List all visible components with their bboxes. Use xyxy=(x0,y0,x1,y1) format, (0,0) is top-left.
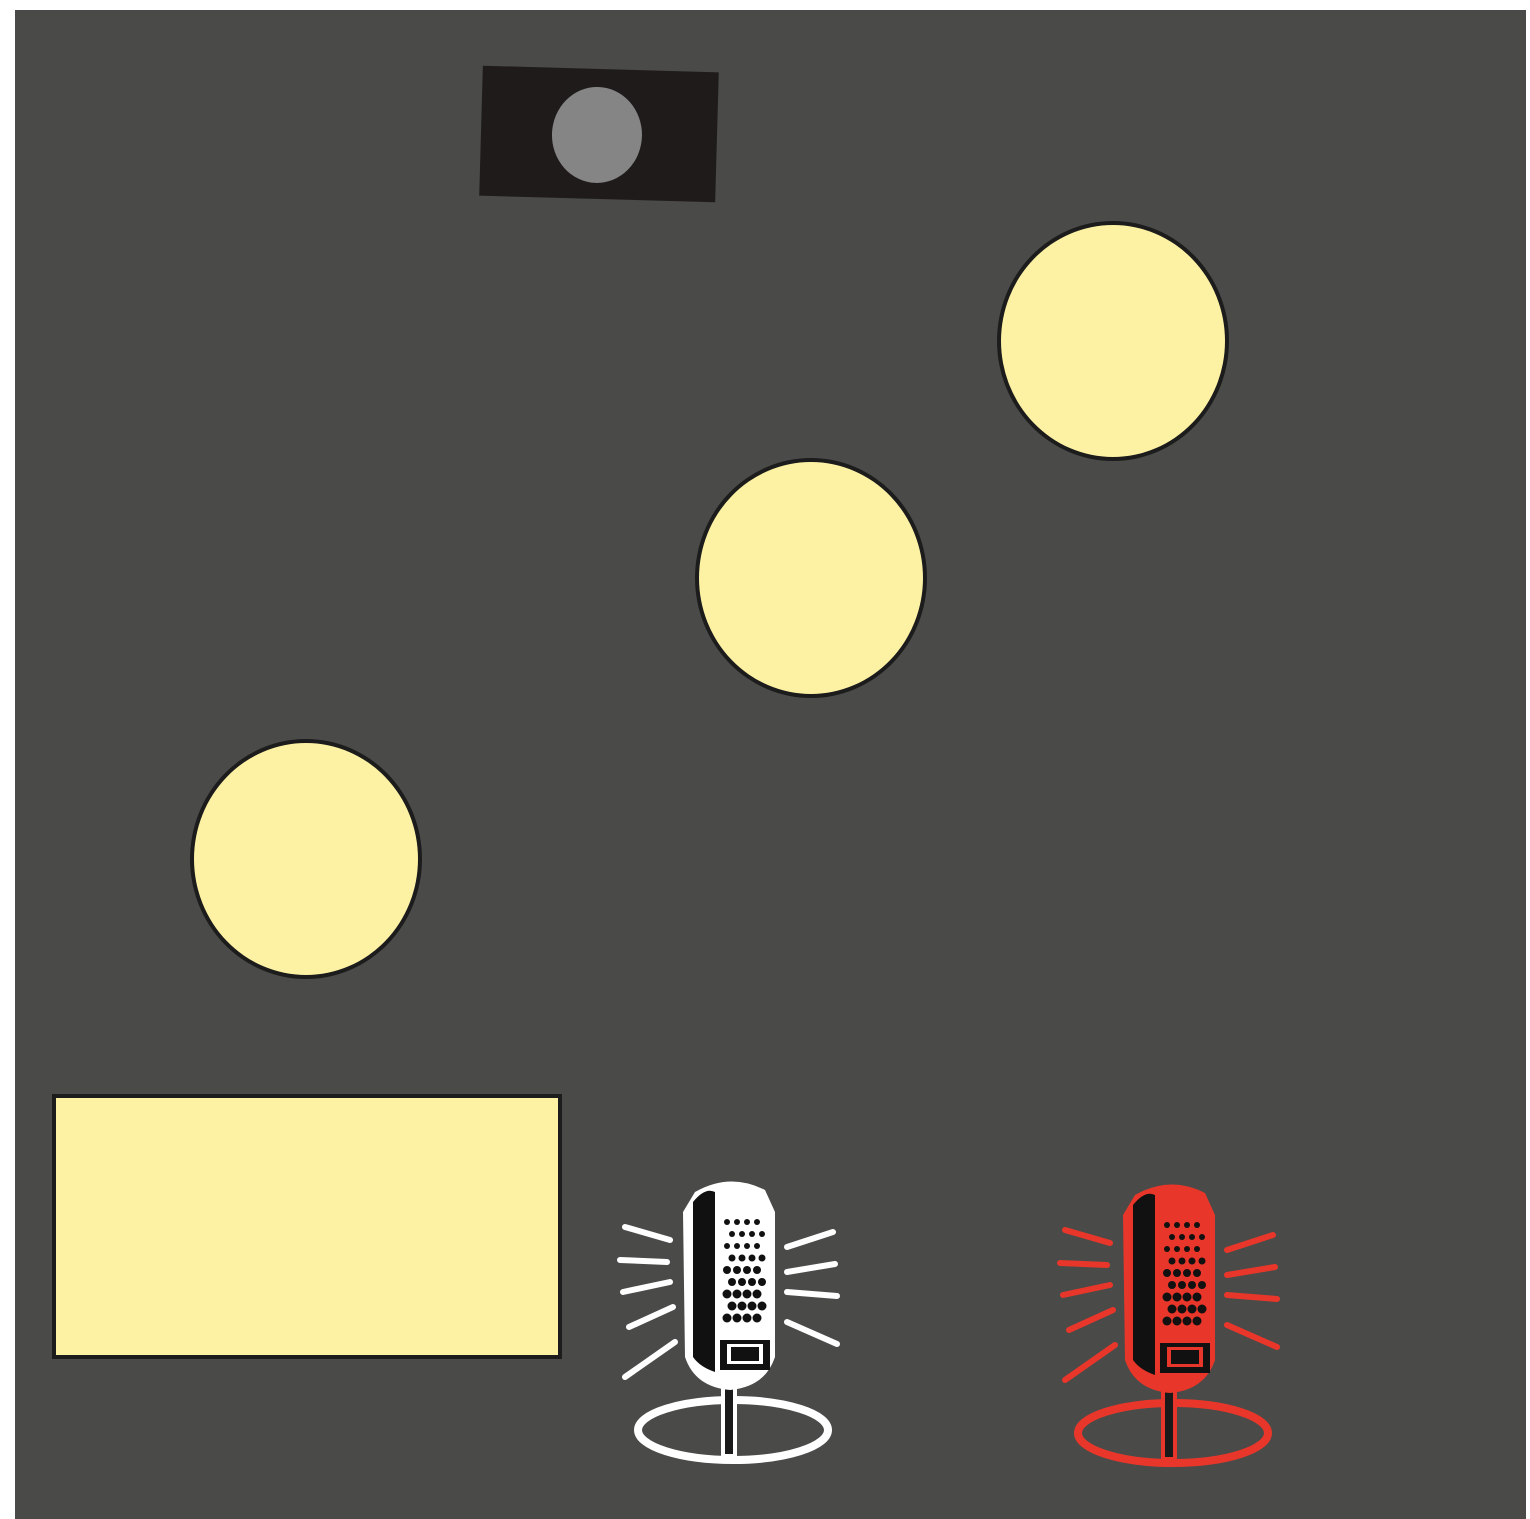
light-center[interactable] xyxy=(695,458,927,698)
camera-lens xyxy=(551,86,644,184)
microphone-white[interactable] xyxy=(615,1172,845,1472)
light-left[interactable] xyxy=(190,739,422,979)
camera-icon[interactable] xyxy=(479,66,719,203)
microphone-icon xyxy=(615,1172,845,1472)
microphone-icon xyxy=(1055,1175,1285,1475)
light-top-right[interactable] xyxy=(997,221,1229,461)
light-panel[interactable] xyxy=(52,1094,562,1359)
microphone-red[interactable] xyxy=(1055,1175,1285,1475)
